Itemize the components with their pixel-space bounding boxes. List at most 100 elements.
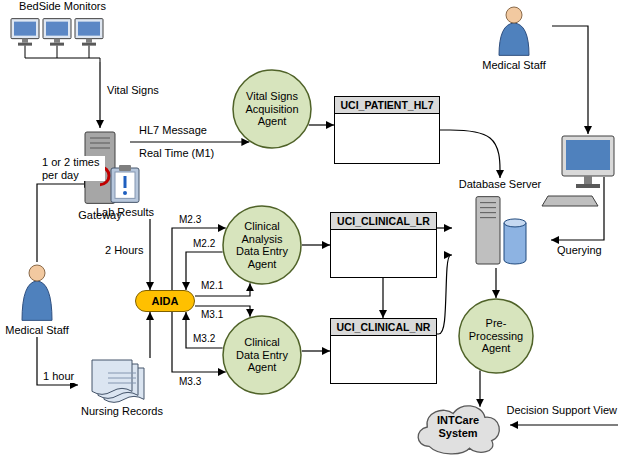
agent-circle: Clinical Data Entry Agent bbox=[222, 315, 302, 395]
monitor-stand bbox=[584, 176, 592, 184]
edge-label: Vital Signs bbox=[106, 84, 160, 97]
monitor-screen bbox=[78, 22, 100, 36]
node-label: Medical Staff bbox=[482, 59, 545, 72]
system-cloud: INTCare System bbox=[410, 398, 506, 456]
message-id: M3.3 bbox=[178, 376, 202, 388]
connector-arrow bbox=[149, 312, 150, 358]
annotation-label: Real Time (M1) bbox=[138, 147, 215, 160]
connector-arrow bbox=[37, 337, 78, 385]
cloud-outline bbox=[418, 406, 499, 454]
monitor-base bbox=[50, 43, 64, 46]
database-icon-shape bbox=[452, 178, 548, 268]
node-label: BedSide Monitors bbox=[19, 0, 106, 13]
person-head bbox=[29, 265, 45, 281]
person-head bbox=[506, 7, 522, 23]
clipboard-clip bbox=[119, 165, 131, 171]
bus-wire bbox=[100, 58, 101, 62]
staff-icon: Medical Staff bbox=[478, 4, 550, 72]
connector-arrow bbox=[479, 370, 480, 406]
agent-outline bbox=[233, 70, 311, 148]
decision-view-arrow bbox=[510, 424, 618, 425]
agent-circle: Pre-Processing Agent bbox=[458, 298, 534, 374]
message-id: M2.1 bbox=[200, 280, 224, 292]
edge-label: 1 hour bbox=[42, 370, 75, 383]
monitor-base bbox=[18, 43, 32, 46]
node-label: Lab Results bbox=[96, 206, 154, 219]
node-label: Medical Staff bbox=[5, 324, 68, 337]
monitor-base bbox=[576, 184, 600, 188]
connector-arrow bbox=[382, 278, 383, 318]
staff-icon: Medical Staff bbox=[2, 262, 72, 337]
connector-arrow bbox=[130, 141, 249, 142]
clipboard-paper bbox=[115, 172, 135, 198]
agent-outline bbox=[223, 316, 301, 394]
document-sheet bbox=[92, 360, 132, 394]
clipboard bbox=[111, 168, 139, 202]
bus-wire bbox=[57, 46, 58, 58]
monitor-screen bbox=[46, 22, 68, 36]
connector-arrow bbox=[99, 62, 100, 128]
node-label: Vital Signs Acquisition Agent bbox=[242, 90, 303, 128]
agent-outline bbox=[459, 299, 533, 373]
bus-wire bbox=[25, 58, 100, 59]
monitor-base bbox=[82, 43, 96, 46]
connector-arrow bbox=[437, 227, 452, 228]
drive-slot bbox=[90, 143, 110, 144]
drive-slot bbox=[480, 202, 496, 203]
connector-arrow bbox=[309, 124, 334, 125]
monitor-screen bbox=[566, 140, 610, 170]
node-label: INTCare System bbox=[428, 414, 488, 439]
table-name: UCI_PATIENT_HL7 bbox=[335, 97, 439, 114]
monitor-stand bbox=[22, 39, 28, 43]
monitor-frame bbox=[562, 136, 614, 176]
aida-box: AIDA bbox=[135, 290, 195, 312]
node-label: Clinical Data Entry Agent bbox=[232, 336, 293, 374]
disk-top bbox=[504, 219, 526, 227]
monitor-screen bbox=[14, 22, 36, 36]
table-name: UCI_CLINICAL_NR bbox=[331, 319, 436, 336]
agent-outline bbox=[223, 206, 301, 284]
table-name: UCI_CLINICAL_LR bbox=[331, 213, 436, 230]
agent-circle: Clinical Analysis Data Entry Agent bbox=[222, 205, 302, 285]
document-line bbox=[108, 383, 136, 384]
drive-slot bbox=[480, 217, 496, 218]
edge-label: HL7 Message bbox=[138, 124, 208, 137]
bus-wire bbox=[25, 46, 26, 58]
edge-label: 2 Hours bbox=[104, 244, 145, 257]
node-label: AIDA bbox=[152, 295, 179, 308]
table-box: UCI_PATIENT_HL7 bbox=[334, 96, 440, 164]
computer-icon bbox=[542, 136, 614, 206]
monitor-stand bbox=[86, 39, 92, 43]
person-body bbox=[22, 281, 52, 320]
annotation-label: Decision Support View bbox=[506, 404, 618, 417]
query-line bbox=[551, 177, 604, 240]
drive-slot bbox=[90, 138, 110, 139]
connector-arrow bbox=[437, 255, 452, 334]
bus-wire bbox=[89, 46, 90, 58]
document-line bbox=[108, 373, 136, 374]
message-id: M3.2 bbox=[192, 333, 216, 345]
node-label: Database Server bbox=[459, 178, 542, 191]
agent-circle: Vital Signs Acquisition Agent bbox=[232, 69, 312, 149]
connector-arrow bbox=[495, 268, 496, 298]
drive-slot bbox=[90, 148, 110, 149]
monitor-stand bbox=[54, 39, 60, 43]
monitor-frame bbox=[11, 19, 39, 39]
document-line bbox=[108, 378, 136, 379]
message-id: M3.1 bbox=[200, 309, 224, 321]
drive-slot bbox=[480, 212, 496, 213]
connector-arrow bbox=[149, 219, 150, 290]
connector-arrow bbox=[302, 244, 330, 245]
server-tower bbox=[476, 197, 500, 264]
nursing-records-icon: Nursing Records bbox=[78, 358, 166, 418]
monitor-frame bbox=[75, 19, 103, 39]
edge-label: 1 or 2 times per day bbox=[41, 156, 105, 181]
node-label: Pre-Processing Agent bbox=[467, 317, 525, 355]
node-label: Clinical Analysis Data Entry Agent bbox=[232, 220, 293, 271]
connector-arrow bbox=[302, 350, 330, 351]
table-box: UCI_CLINICAL_NR bbox=[330, 318, 437, 384]
monitor-frame bbox=[43, 19, 71, 39]
table-box: UCI_CLINICAL_LR bbox=[330, 212, 437, 278]
database-icon: Database Server bbox=[452, 178, 548, 268]
